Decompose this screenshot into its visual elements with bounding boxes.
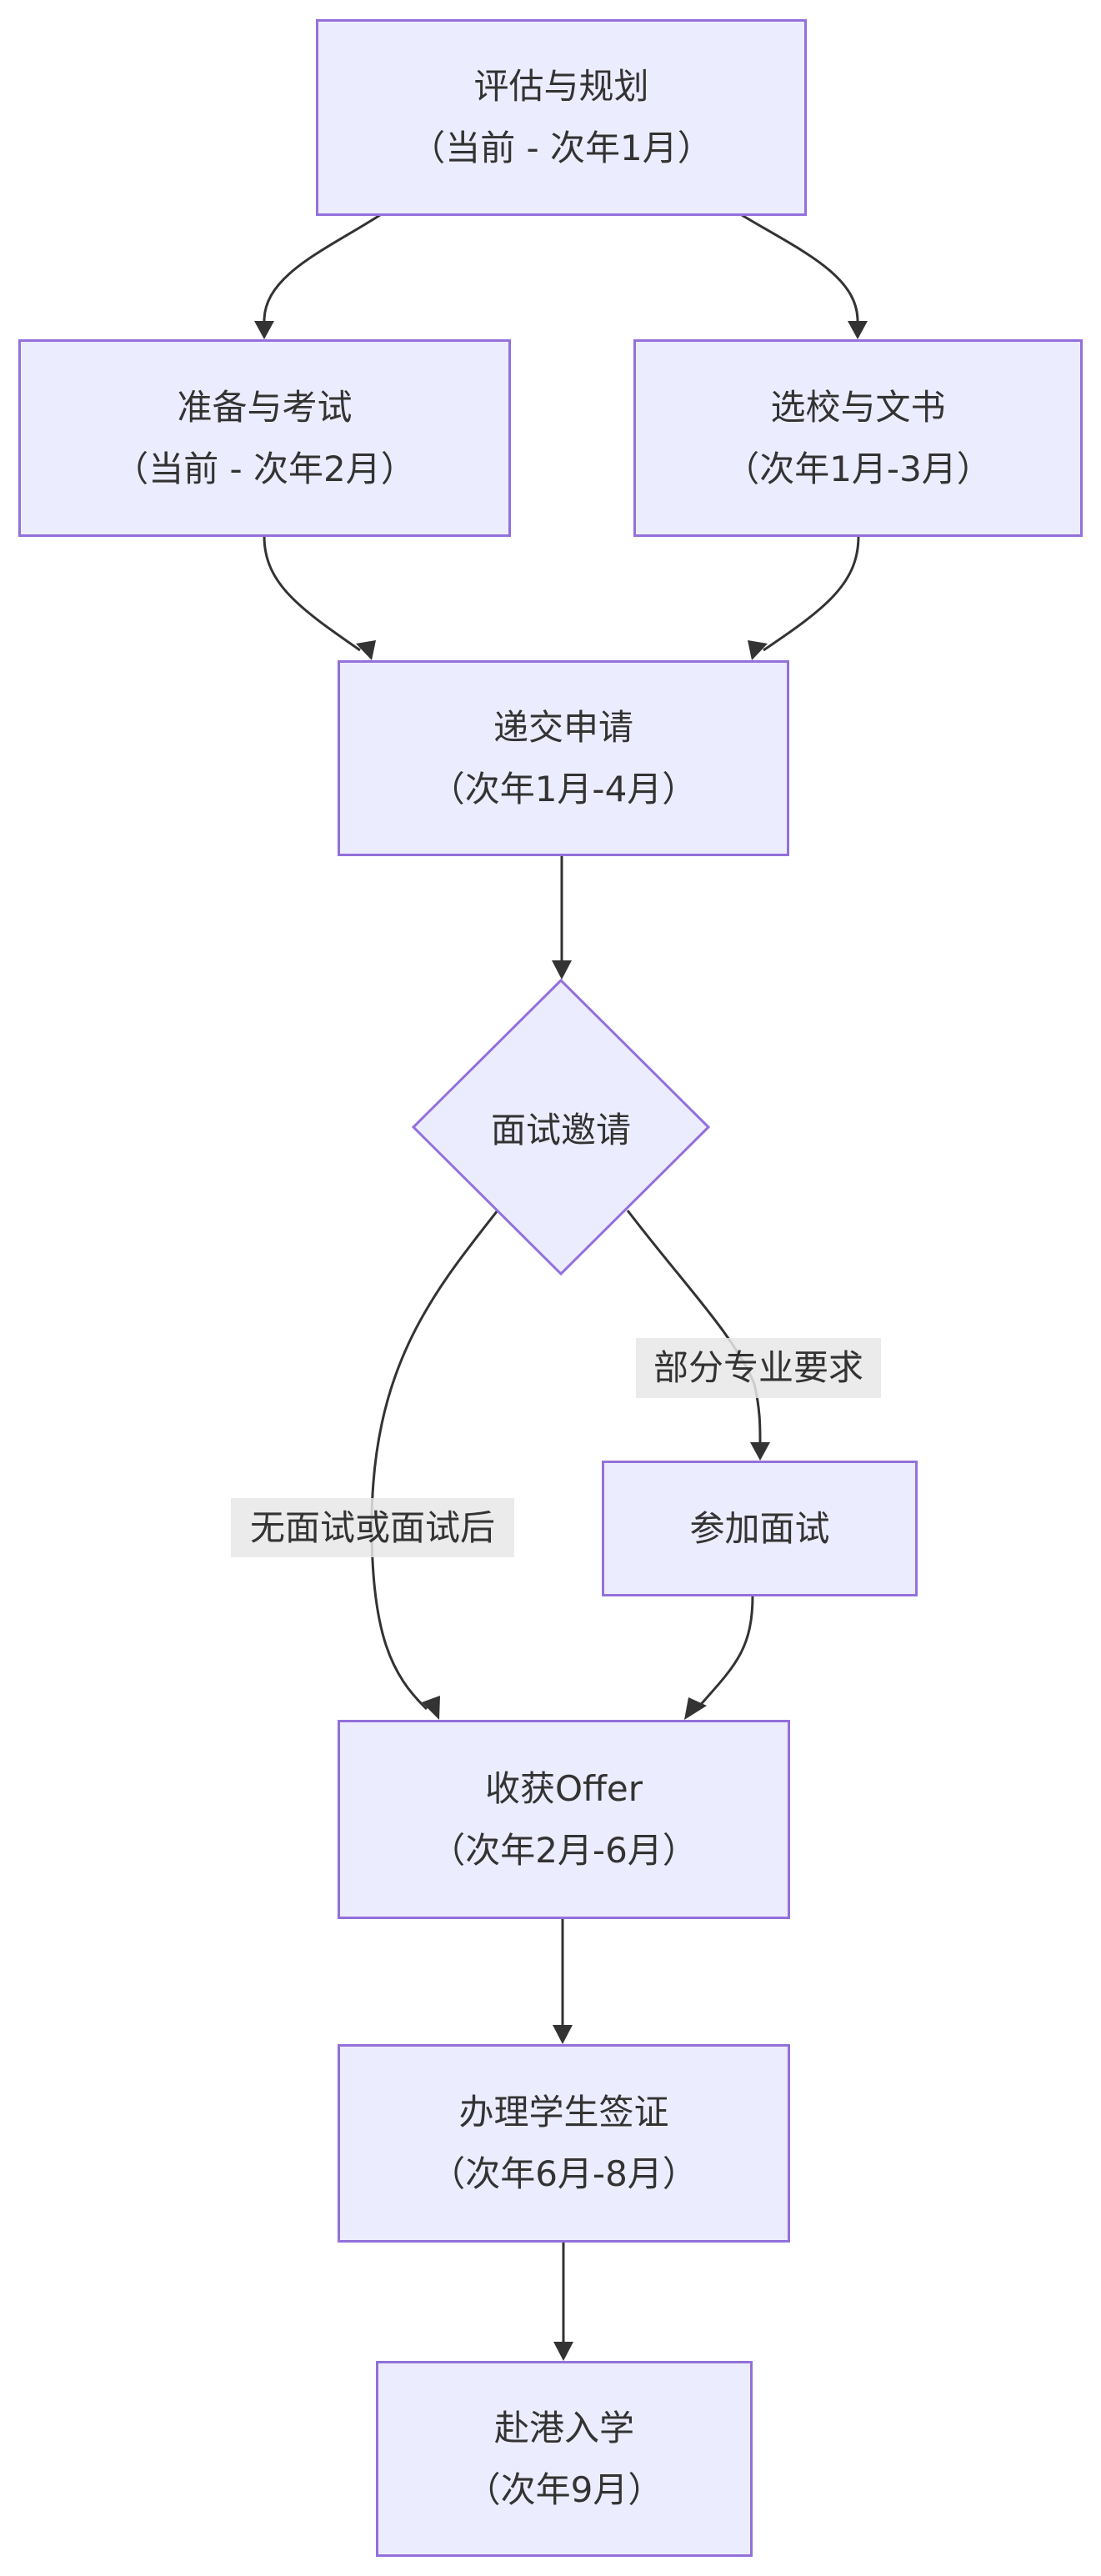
node-title: 收获Offer (484, 1767, 643, 1809)
arrowhead-decision-to-offer (422, 1696, 440, 1720)
edge-prepare-to-submit (263, 535, 361, 652)
arrowhead-offer-to-visa (553, 2025, 573, 2044)
node-period: （次年9月） (465, 2468, 663, 2510)
arrowhead-submit-to-decision (552, 960, 572, 980)
arrowhead-interview-to-offer (684, 1697, 707, 1720)
arrowhead-assess-to-select (848, 321, 868, 339)
node-title: 赴港入学 (493, 2407, 634, 2448)
node-period: （次年6月-8月） (430, 2153, 698, 2194)
node-title: 面试邀请 (490, 1109, 631, 1150)
node-title: 递交申请 (493, 706, 633, 748)
edge-decision-to-offer (370, 1210, 499, 1711)
node-title: 选校与文书 (770, 386, 946, 428)
node-period: （当前 - 次年1月） (410, 128, 713, 168)
node-student-visa[interactable]: 办理学生签证 （次年6月-8月） (338, 2044, 790, 2243)
node-attend-interview[interactable]: 参加面试 (602, 1461, 918, 1596)
arrowhead-visa-to-enroll (553, 2342, 573, 2361)
edge-interview-to-offer (695, 1595, 754, 1710)
node-period: （次年1月-3月） (724, 448, 992, 489)
node-interview-invitation[interactable]: 面试邀请 (413, 980, 708, 1274)
edge-assess-to-select (741, 213, 859, 322)
arrowhead-assess-to-prepare (254, 321, 274, 339)
edge-label-no-interview-or-after: 无面试或面试后 (231, 1498, 514, 1557)
node-period: （次年1月-4月） (429, 768, 698, 809)
node-select-and-documents[interactable]: 选校与文书 （次年1月-3月） (633, 339, 1083, 537)
node-period: （次年2月-6月） (430, 1829, 698, 1871)
node-title: 参加面试 (689, 1507, 830, 1549)
node-receive-offer[interactable]: 收获Offer （次年2月-6月） (338, 1720, 790, 1919)
node-prepare-and-exam[interactable]: 准备与考试 （当前 - 次年2月） (18, 339, 511, 537)
edge-select-to-submit (763, 535, 860, 652)
edge-assess-to-prepare (263, 213, 381, 322)
arrowhead-select-to-submit (748, 640, 768, 660)
decision-diamond-shape (411, 978, 711, 1276)
node-enroll-in-hong-kong[interactable]: 赴港入学 （次年9月） (376, 2361, 753, 2557)
node-title: 准备与考试 (177, 386, 353, 428)
arrowhead-prepare-to-submit (356, 640, 376, 660)
node-submit-application[interactable]: 递交申请 （次年1月-4月） (338, 660, 789, 856)
node-title: 办理学生签证 (458, 2092, 669, 2132)
node-period: （当前 - 次年2月） (113, 448, 416, 489)
node-title: 评估与规划 (473, 66, 649, 107)
node-assess-and-plan[interactable]: 评估与规划 （当前 - 次年1月） (316, 19, 807, 216)
edge-label-some-programs-required: 部分专业要求 (636, 1338, 881, 1398)
arrowhead-decision-to-interview (750, 1442, 770, 1461)
